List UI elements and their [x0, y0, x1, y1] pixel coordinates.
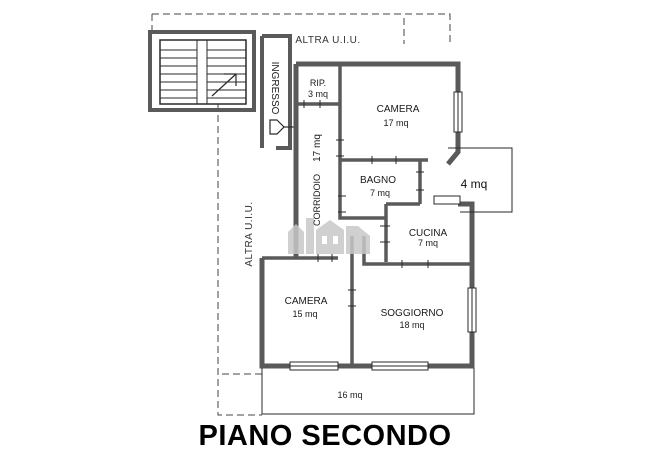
camera-top-name: CAMERA [377, 104, 420, 115]
entrance-door [269, 119, 296, 135]
cucina-name: CUCINA [409, 228, 448, 239]
rip-area: 3 mq [308, 89, 328, 99]
soggiorno-area: 18 mq [399, 320, 424, 330]
staircase [148, 30, 256, 112]
soggiorno-name: SOGGIORNO [381, 308, 444, 319]
bagno-area: 7 mq [370, 188, 390, 198]
east-balcony [448, 147, 513, 213]
east-balcony-area: 4 mq [461, 177, 488, 191]
bagno-name: BAGNO [360, 175, 396, 186]
corridoio-area: 17 mq [312, 134, 323, 162]
exterior-walls [259, 61, 475, 369]
corridoio-name: CORRIDOIO [312, 174, 322, 226]
windows [289, 91, 477, 371]
neighbour-label-left: ALTRA U.I.U. [244, 201, 255, 266]
interior-walls [262, 64, 472, 366]
entrance-hall [260, 34, 292, 150]
camera-bottom-area: 15 mq [292, 309, 317, 319]
door-marks [303, 100, 429, 307]
neighbour-boundaries [151, 13, 451, 416]
camera-top-area: 17 mq [383, 118, 408, 128]
south-balcony [261, 368, 475, 415]
watermark-logo [288, 218, 370, 254]
south-balcony-area: 16 mq [337, 390, 362, 400]
rip-name: RIP. [310, 78, 326, 88]
neighbour-label-top: ALTRA U.I.U. [295, 35, 360, 46]
entrance-label: INGRESSO [269, 62, 280, 115]
cucina-area: 7 mq [418, 238, 438, 248]
camera-bottom-name: CAMERA [285, 296, 328, 307]
floor-title: PIANO SECONDO [198, 420, 452, 452]
